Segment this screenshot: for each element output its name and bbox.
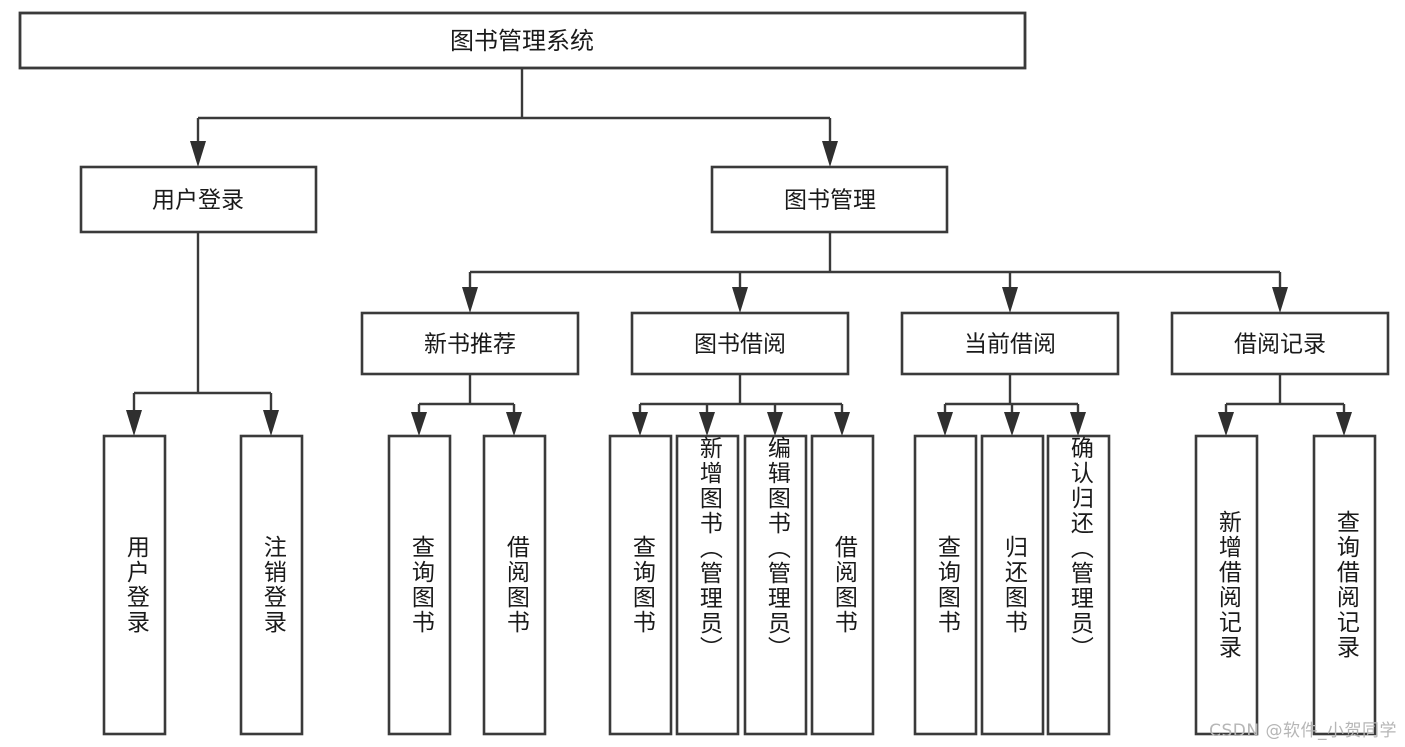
node-box-leaf-current-3[interactable] [1046,434,1111,736]
arrow-head-login-leaf2 [263,410,279,436]
node-box-leaf-borrow-2[interactable] [675,434,740,736]
node-box-leaf-current-2[interactable] [980,434,1045,736]
node-box-records[interactable] [1170,311,1390,376]
node-label-current: 当前借阅 [964,332,1056,358]
connector-group-bookmgmt [462,232,1288,313]
arrow-head-borrow-leaf1 [632,412,648,436]
connector-group-newbook [411,374,522,436]
node-box-leaf-login-1[interactable] [102,434,167,736]
arrow-head-borrow-leaf4 [834,412,850,436]
arrow-head-records-leaf1 [1218,412,1234,436]
arrow-head-current-leaf2 [1004,412,1020,436]
node-box-root[interactable] [18,11,1027,70]
node-label-newbook: 新书推荐 [424,332,516,358]
arrow-head-newbook-leaf2 [506,412,522,436]
arrow-head-records-leaf2 [1336,412,1352,436]
node-box-leaf-login-2[interactable] [239,434,304,736]
arrow-head-records [1272,287,1288,313]
arrow-head-login [190,141,206,167]
node-label-borrow: 图书借阅 [694,332,786,358]
node-box-bookmgmt[interactable] [710,165,949,234]
arrow-head-newbook-leaf1 [411,412,427,436]
arrow-head-newbook [462,287,478,313]
arrow-head-borrow-leaf2 [699,412,715,436]
node-label-bookmgmt: 图书管理 [784,188,876,214]
arrow-head-current-leaf3 [1070,412,1086,436]
node-label-records: 借阅记录 [1234,332,1326,358]
connector-group-root [190,68,838,167]
node-label-root: 图书管理系统 [450,27,594,55]
connector-group-current [937,374,1086,436]
node-box-leaf-borrow-3[interactable] [743,434,808,736]
node-box-leaf-borrow-1[interactable] [608,434,673,736]
arrow-head-current-leaf1 [937,412,953,436]
node-box-leaf-newbook-1[interactable] [387,434,452,736]
node-label-login: 用户登录 [152,188,244,214]
node-box-current[interactable] [900,311,1120,376]
arrow-head-borrow [732,287,748,313]
node-box-leaf-newbook-2[interactable] [482,434,547,736]
connector-group-borrow [632,374,850,436]
node-box-leaf-records-2[interactable] [1312,434,1377,736]
node-box-borrow[interactable] [630,311,850,376]
node-box-leaf-current-1[interactable] [913,434,978,736]
node-box-login[interactable] [79,165,318,234]
arrow-head-current [1002,287,1018,313]
node-box-newbook[interactable] [360,311,580,376]
arrow-head-login-leaf1 [126,410,142,436]
node-box-leaf-borrow-4[interactable] [810,434,875,736]
arrow-head-bookmgmt [822,141,838,167]
connector-group-login [126,232,279,436]
connector-group-records [1218,374,1352,436]
node-box-leaf-records-1[interactable] [1194,434,1259,736]
arrow-head-borrow-leaf3 [767,412,783,436]
